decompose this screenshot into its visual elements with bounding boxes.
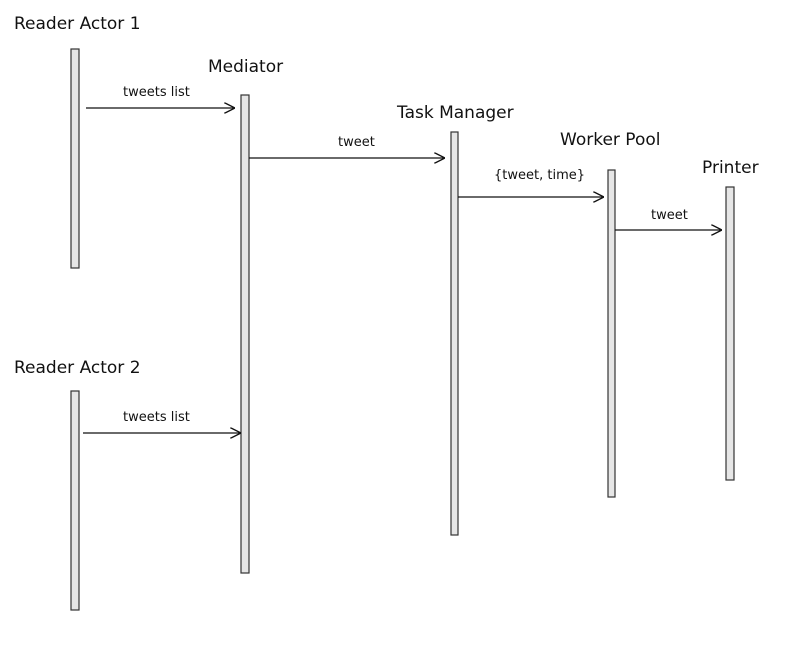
message-label-tweet-1: tweet <box>338 135 375 150</box>
lifeline-worker-pool <box>607 169 616 498</box>
message-label-tweet-time: {tweet, time} <box>494 168 585 183</box>
lifeline-task-manager <box>450 131 459 536</box>
actor-label-printer: Printer <box>702 158 759 178</box>
lifeline-printer <box>725 186 735 481</box>
message-label-tweet-2: tweet <box>651 208 688 223</box>
lifeline-reader-2 <box>70 390 80 611</box>
lifeline-reader-1 <box>70 48 80 269</box>
actor-label-reader-1: Reader Actor 1 <box>14 14 141 34</box>
actor-label-mediator: Mediator <box>208 57 283 77</box>
actor-label-reader-2: Reader Actor 2 <box>14 358 141 378</box>
message-label-tweets-list-2: tweets list <box>123 410 190 425</box>
actor-label-task-manager: Task Manager <box>396 103 514 123</box>
actor-label-worker-pool: Worker Pool <box>560 130 660 150</box>
message-label-tweets-list-1: tweets list <box>123 85 190 100</box>
lifeline-mediator <box>240 94 250 574</box>
